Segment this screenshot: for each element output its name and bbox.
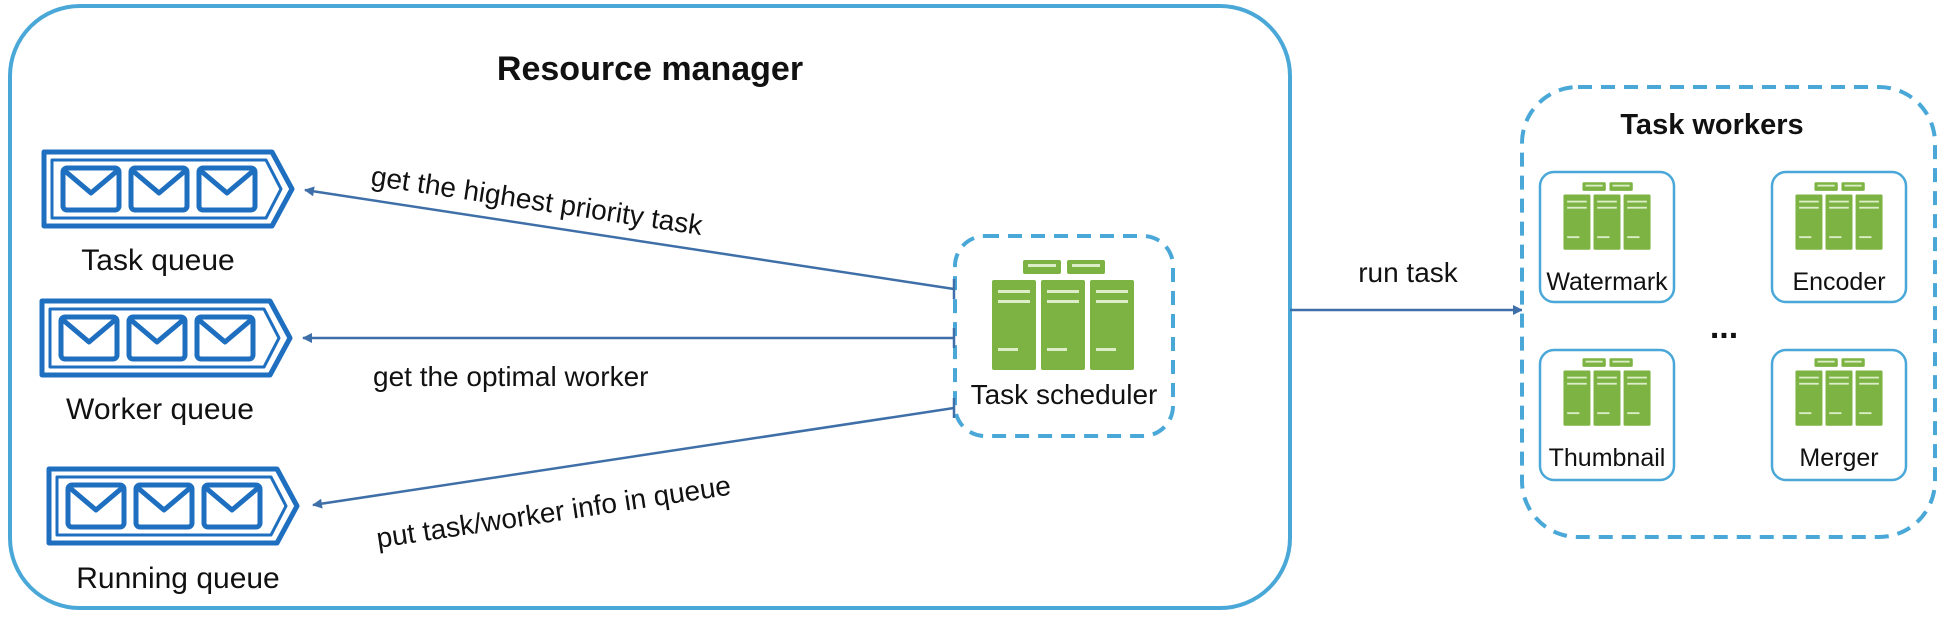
workers-ellipsis: ... <box>1710 308 1738 346</box>
worker-queue-label: Worker queue <box>66 393 254 426</box>
worker-label-thumbnail: Thumbnail <box>1549 444 1666 472</box>
task-workers-title: Task workers <box>1620 109 1803 141</box>
label-run-task: run task <box>1358 257 1459 288</box>
task-queue: Task queue <box>44 152 292 277</box>
running-queue-label: Running queue <box>76 562 280 595</box>
task-queue-icon <box>44 152 292 226</box>
worker-label-watermark: Watermark <box>1546 268 1668 296</box>
worker-queue: Worker queue <box>42 301 290 426</box>
worker-thumbnail: Thumbnail <box>1538 348 1676 482</box>
arrow-get-task <box>304 186 955 291</box>
task-scheduler-label: Task scheduler <box>971 379 1158 410</box>
worker-label-encoder: Encoder <box>1792 268 1885 296</box>
resource-manager-container <box>8 4 1292 610</box>
worker-merger: Merger <box>1770 348 1908 482</box>
task-queue-label: Task queue <box>81 244 234 277</box>
running-queue-icon <box>49 469 297 543</box>
resource-manager-title: Resource manager <box>497 50 803 88</box>
label-get-worker: get the optimal worker <box>373 361 648 392</box>
worker-label-merger: Merger <box>1799 444 1878 472</box>
arrow-put-info <box>312 406 955 509</box>
worker-queue-icon <box>42 301 290 375</box>
worker-encoder: Encoder <box>1770 170 1908 304</box>
running-queue: Running queue <box>49 469 297 595</box>
worker-watermark: Watermark <box>1538 170 1676 304</box>
